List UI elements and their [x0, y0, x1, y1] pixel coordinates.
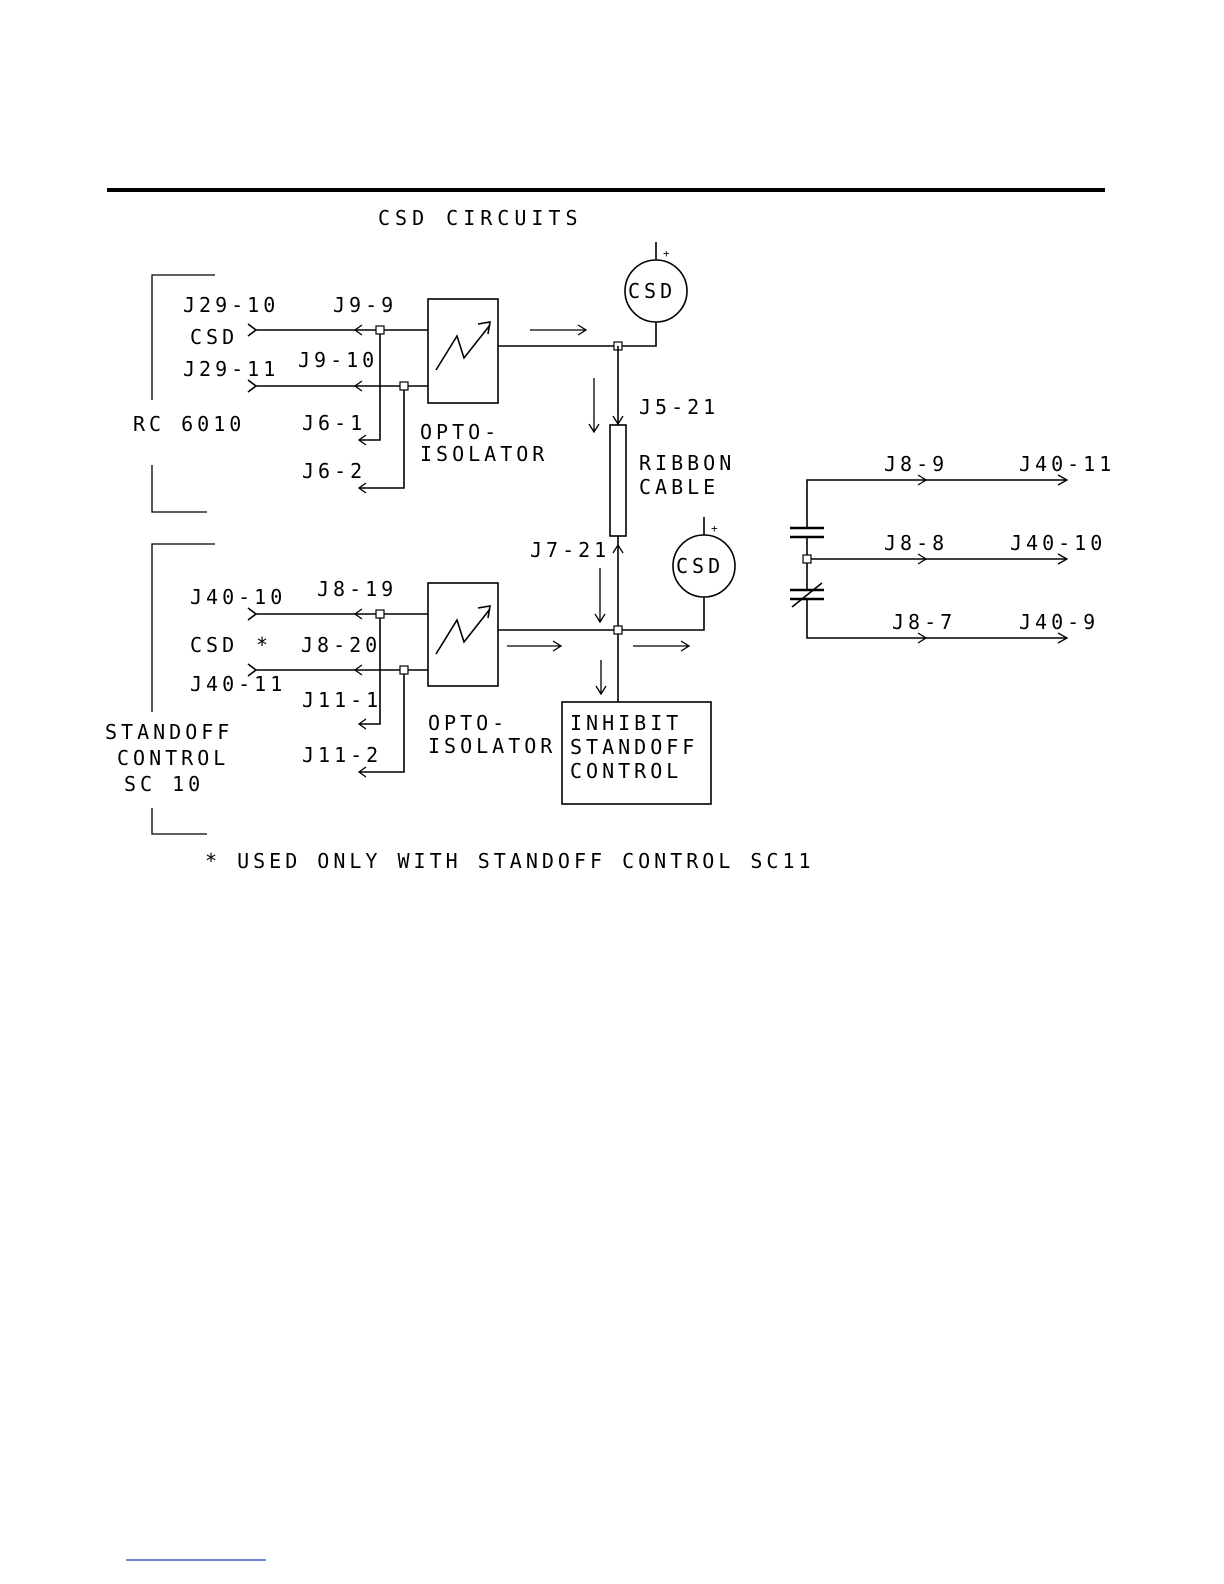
relay-right-label-0: J40-11: [1019, 452, 1115, 476]
opto-isolator-lower: [428, 583, 498, 686]
label-j29-11: J29-11: [183, 357, 279, 381]
csd-lower-plus: +: [711, 522, 718, 535]
label-csd-signal-upper: CSD: [190, 325, 238, 349]
relay-right-label-1: J40-10: [1010, 531, 1106, 555]
label-csd-signal-lower: CSD: [190, 633, 238, 657]
standoff-label-line1: STANDOFF: [105, 720, 233, 744]
label-j29-10: J29-10: [183, 293, 279, 317]
node-j9-9: [376, 326, 384, 334]
relay-left-label-1: J8-8: [884, 531, 948, 555]
label-j5-21: J5-21: [639, 395, 719, 419]
standoff-label-line2: CONTROL: [117, 746, 229, 770]
label-j9-10: J9-10: [298, 348, 378, 372]
opto-label-lower-1: OPTO-: [428, 711, 508, 735]
node-relay-common: [803, 555, 811, 563]
ribbon-label-2: CABLE: [639, 475, 719, 499]
relay-left-label-0: J8-9: [884, 452, 948, 476]
flow-arrow-down-lower: [595, 568, 605, 622]
label-j8-19: J8-19: [317, 577, 397, 601]
opto-label-lower-2: ISOLATOR: [428, 734, 556, 758]
wire-j8-9: [807, 480, 1066, 528]
node-j8-19: [376, 610, 384, 618]
flow-arrow-lower-left: [507, 641, 561, 651]
node-j8-20: [400, 666, 408, 674]
wire-csd-lower: [618, 597, 704, 630]
diagram-title: CSD CIRCUITS: [378, 206, 583, 230]
label-j7-21: J7-21: [530, 538, 610, 562]
relay-right-label-2: J40-9: [1019, 610, 1099, 634]
footnote: * USED ONLY WITH STANDOFF CONTROL SC11: [205, 849, 815, 873]
arrow-head-j29-11: [248, 380, 256, 392]
csd-indicator-lower-label: CSD: [676, 554, 724, 578]
label-star: *: [256, 633, 272, 657]
csd-upper-plus: +: [663, 247, 670, 260]
flow-arrow-lower-right: [633, 641, 689, 651]
opto-symbol-lower: [436, 609, 490, 654]
ribbon-cable: [610, 425, 626, 536]
csd-indicator-upper-label: CSD: [628, 279, 676, 303]
label-j6-2: J6-2: [302, 459, 366, 483]
wire-csd-upper: [618, 322, 656, 346]
label-j8-20: J8-20: [301, 633, 381, 657]
wire-j6-2: [360, 386, 404, 488]
label-j40-10: J40-10: [190, 585, 286, 609]
standoff-label-line3: SC 10: [124, 772, 204, 796]
arrow-head-j29-10: [248, 324, 256, 336]
flow-arrow-down-upper: [589, 378, 599, 432]
standoff-bracket-bottom: [152, 808, 207, 834]
inhibit-label-1: INHIBIT: [570, 711, 682, 735]
label-j40-11: J40-11: [190, 672, 286, 696]
label-j11-1: J11-1: [302, 688, 382, 712]
rc-bracket-bottom: [152, 465, 207, 512]
flow-arrow-to-inhibit: [596, 660, 606, 694]
inhibit-label-2: STANDOFF: [570, 735, 698, 759]
rc-6010-label: RC 6010: [133, 412, 245, 436]
flow-arrow-upper: [530, 325, 586, 335]
opto-isolator-upper: [428, 299, 498, 403]
opto-symbol-upper: [436, 325, 490, 370]
relay-left-label-2: J8-7: [892, 610, 956, 634]
arrow-head-j40-10: [248, 608, 256, 620]
ribbon-label-1: RIBBON: [639, 451, 735, 475]
node-lower-junction: [614, 626, 622, 634]
label-j6-1: J6-1: [302, 411, 366, 435]
opto-label-upper-2: ISOLATOR: [420, 442, 548, 466]
node-j9-10: [400, 382, 408, 390]
inhibit-label-3: CONTROL: [570, 759, 682, 783]
label-j9-9: J9-9: [333, 293, 397, 317]
opto-label-upper-1: OPTO-: [420, 420, 500, 444]
label-j11-2: J11-2: [302, 743, 382, 767]
